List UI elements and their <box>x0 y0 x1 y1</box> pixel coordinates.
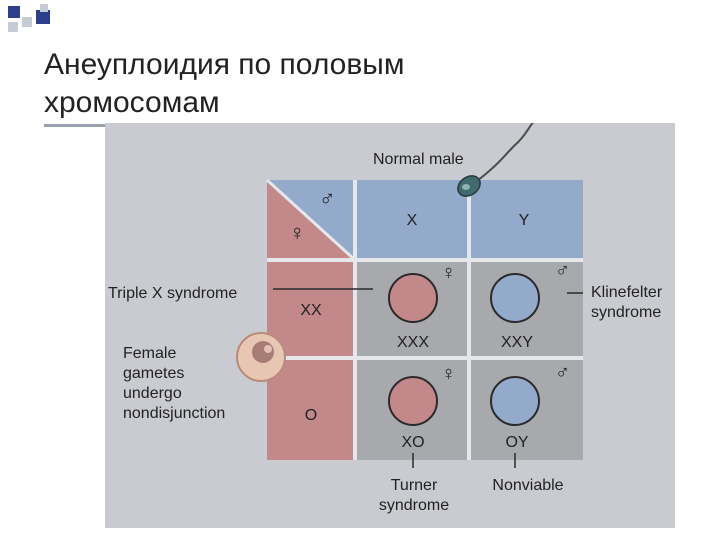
nonviable-label: Nonviable <box>492 477 564 494</box>
female-gametes-line: gametes <box>123 365 185 382</box>
turner-line: syndrome <box>378 497 450 514</box>
triple-x-syndrome-label: Triple X syndrome <box>108 285 238 302</box>
slide-decoration-square-blue <box>36 10 50 24</box>
normal-male-label: Normal male <box>373 151 464 168</box>
slide-decoration-square-grey <box>40 4 48 12</box>
slide-title-line-1: Анеуплоидия по половым <box>44 48 405 81</box>
slide-decoration-square-grey <box>8 22 18 32</box>
punnett-square-graphic <box>236 123 583 468</box>
slide-decoration-square-grey <box>22 17 32 27</box>
corner-male-symbol: ♂ <box>319 186 336 211</box>
female-gametes-line: Female <box>123 345 177 362</box>
oy-cell <box>490 376 540 426</box>
corner-diagonal <box>265 178 357 262</box>
male-gamete-y: Y <box>518 212 530 229</box>
xo-sex-symbol: ♀ <box>441 363 456 385</box>
oy-sex-symbol: ♂ <box>555 362 570 384</box>
turner-line: Turner <box>390 477 438 494</box>
klinefelter-line: syndrome <box>591 304 662 321</box>
xxy-cell <box>490 273 540 323</box>
xxy-sex-symbol: ♂ <box>555 260 570 282</box>
oy-label: OY <box>505 434 529 451</box>
klinefelter-line: Klinefelter <box>591 284 663 301</box>
sperm-icon <box>457 123 535 197</box>
female-gametes-line: undergo <box>123 385 182 402</box>
slide-title-line-2: хромосомам <box>44 86 220 119</box>
xxx-cell <box>388 273 438 323</box>
sex-chromosome-aneuploidy-diagram: Normal male ♂ ♀ X Y XX O ♀ ♂ ♀ ♂ XXX XXY… <box>105 123 675 528</box>
male-gamete-x: X <box>406 212 418 229</box>
corner-female-symbol: ♀ <box>289 220 306 245</box>
xo-label: XO <box>401 434 425 451</box>
slide-title: Анеуплоидия по половым хромосомам <box>44 46 404 122</box>
xxx-sex-symbol: ♀ <box>441 262 456 284</box>
xo-cell <box>388 376 438 426</box>
female-gamete-o: O <box>304 407 318 424</box>
egg-icon <box>236 332 286 382</box>
female-gametes-line: nondisjunction <box>123 405 226 422</box>
xxx-label: XXX <box>396 334 430 351</box>
xxy-label: XXY <box>500 334 534 351</box>
female-gamete-xx: XX <box>300 302 322 319</box>
slide-decoration-square-blue <box>8 6 20 18</box>
